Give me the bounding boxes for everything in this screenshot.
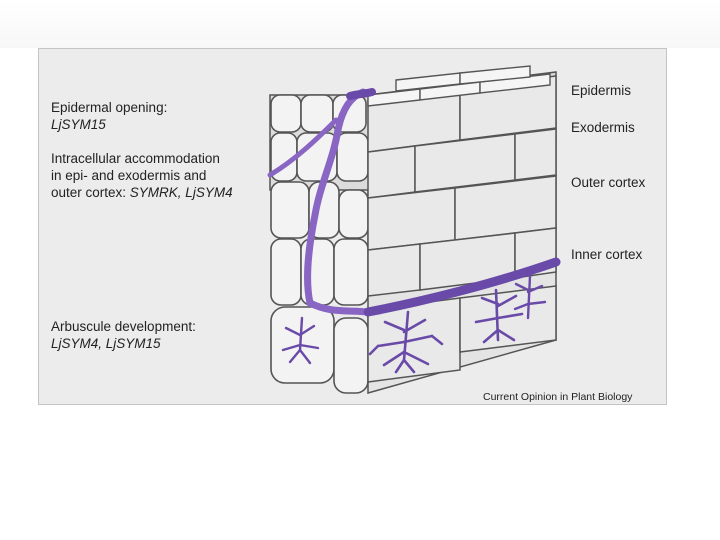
- caption-epidermal-opening: Epidermal opening: LjSYM15: [51, 99, 167, 133]
- label-epidermis: Epidermis: [571, 83, 631, 98]
- label-outer-cortex: Outer cortex: [571, 175, 645, 190]
- caption-arbuscule-development: Arbuscule development: LjSYM4, LjSYM15: [51, 318, 196, 352]
- label-exodermis: Exodermis: [571, 120, 635, 135]
- caption-intracellular-accommodation: Intracellular accommodation in epi- and …: [51, 150, 233, 201]
- label-inner-cortex: Inner cortex: [571, 247, 642, 262]
- figure-credit: Current Opinion in Plant Biology: [483, 391, 632, 403]
- hypha-epidermis-entry: [350, 92, 372, 96]
- side-cell-grid: [368, 76, 556, 382]
